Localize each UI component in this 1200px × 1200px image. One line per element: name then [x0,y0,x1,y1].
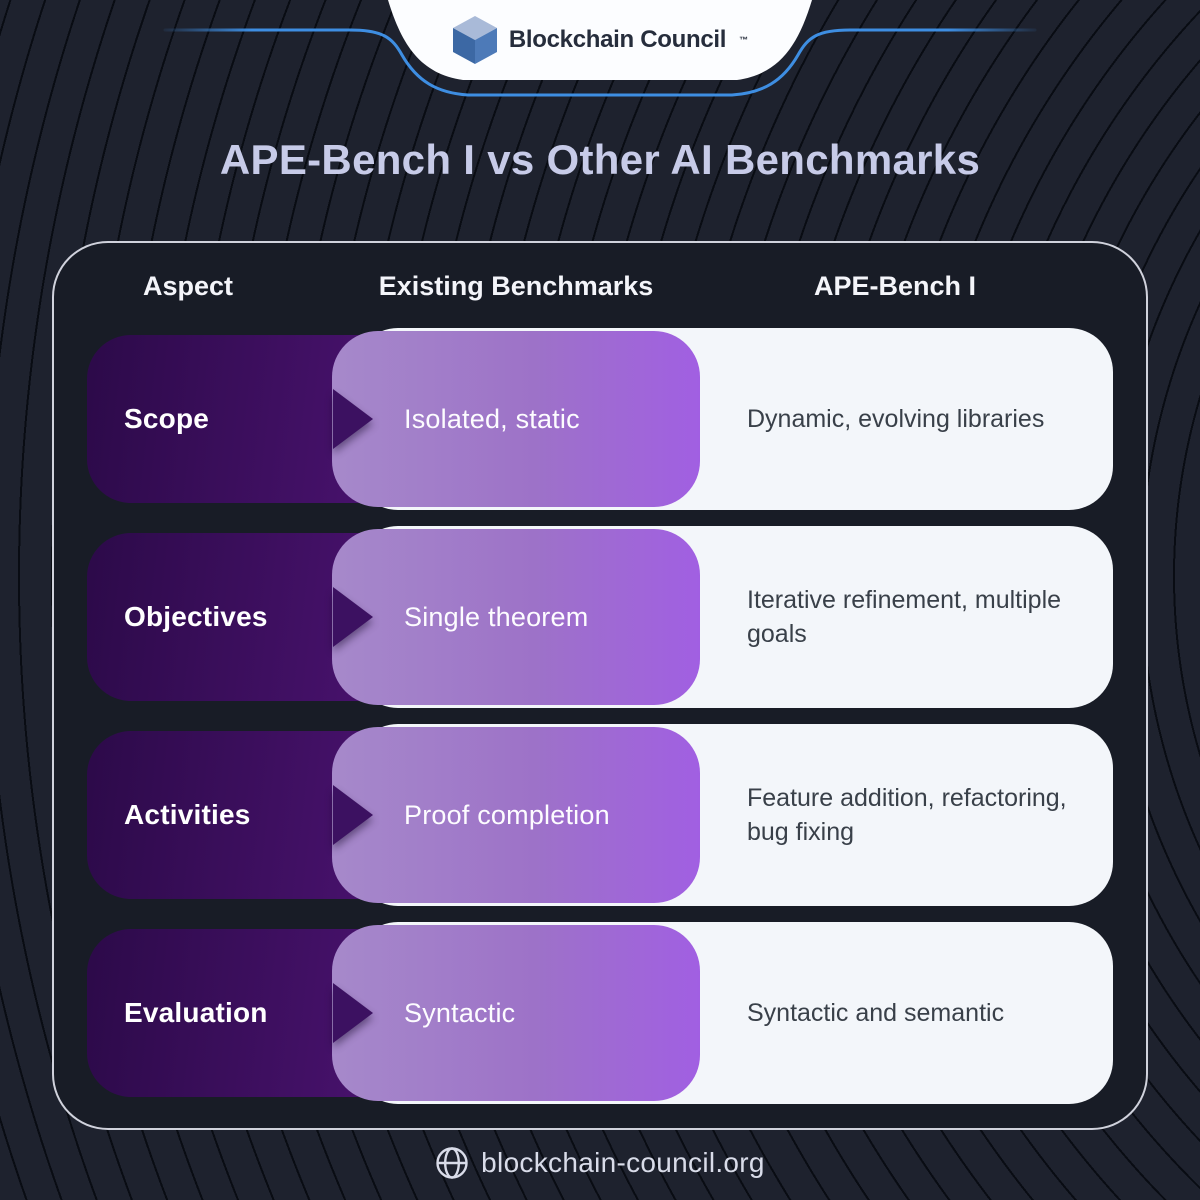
arrow-right-icon [333,587,373,647]
arrow-right-icon [333,389,373,449]
notch-accent-line [163,28,1037,97]
table-row: Iterative refinement, multiple goals Obj… [54,526,1146,708]
table-row: Feature addition, refactoring, bug fixin… [54,724,1146,906]
column-header-aspect: Aspect [143,271,234,301]
page-title: APE-Bench I vs Other AI Benchmarks [219,136,981,183]
table-row: Dynamic, evolving libraries Scope Isolat… [54,328,1146,510]
aspect-label: Objectives [124,601,268,632]
ape-bench-value: Feature addition, refactoring, bug fixin… [747,784,1067,846]
trademark-mark: ™ [739,35,749,45]
brand-name: Blockchain Council [508,26,727,53]
footer: blockchain-council.org [0,1146,1200,1180]
notch-shape [388,0,812,80]
cube-icon [452,16,497,64]
column-header-existing: Existing Benchmarks [378,271,654,301]
ape-bench-value: Dynamic, evolving libraries [747,405,1045,433]
aspect-label: Scope [124,403,210,434]
ape-bench-value: Syntactic and semantic [747,999,1005,1027]
existing-benchmark-value: Syntactic [404,997,516,1028]
comparison-table: Aspect Existing Benchmarks APE-Bench I D… [52,241,1148,1130]
existing-benchmark-cell: Single theorem [332,529,700,705]
existing-benchmark-cell: Proof completion [332,727,700,903]
globe-icon [436,1147,468,1179]
brand-logo: Blockchain Council ™ [0,15,1200,65]
existing-benchmark-cell: Isolated, static [332,331,700,507]
existing-benchmark-value: Isolated, static [404,403,580,434]
footer-url: blockchain-council.org [481,1147,765,1178]
arrow-right-icon [333,785,373,845]
existing-benchmark-value: Proof completion [404,799,610,830]
existing-benchmark-value: Single theorem [404,601,589,632]
existing-benchmark-cell: Syntactic [332,925,700,1101]
column-header-ape: APE-Bench I [813,271,977,301]
header-notch [163,0,1037,97]
aspect-label: Activities [124,799,251,830]
table-row: Syntactic and semantic Evaluation Syntac… [54,922,1146,1104]
aspect-label: Evaluation [124,997,268,1028]
arrow-right-icon [333,983,373,1043]
ape-bench-value: Iterative refinement, multiple goals [747,586,1062,648]
